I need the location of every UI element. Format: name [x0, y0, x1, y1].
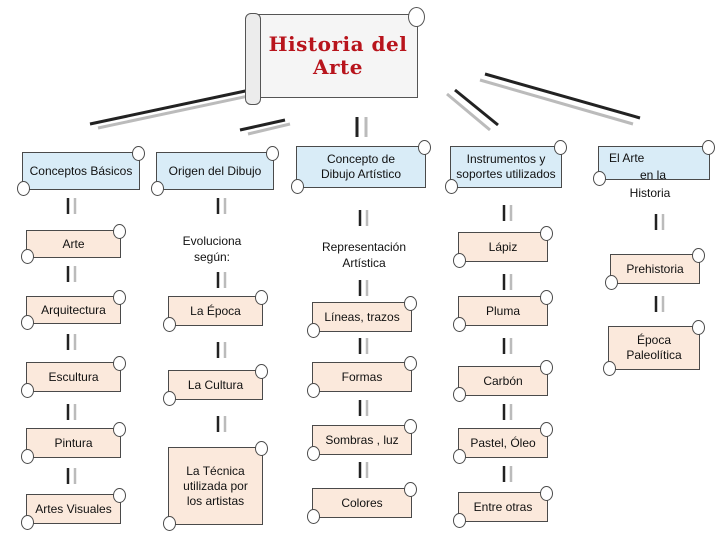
header-label: Concepto de Dibujo Artístico [320, 152, 402, 181]
diagram-title: Historia del Arte [268, 32, 408, 79]
node-pintura: Pintura [21, 422, 126, 464]
header-instrumentos-soportes: Instrumentos y soportes utilizados [445, 140, 567, 194]
node-label: Sombras , luz [325, 432, 399, 447]
node-artes-visuales: Artes Visuales [21, 488, 126, 530]
node-carbon: Carbón [453, 360, 553, 402]
node-label: Escultura [48, 369, 99, 384]
node-label: Entre otras [473, 499, 533, 514]
node-label: Líneas, trazos [324, 309, 400, 324]
node-label: Arquitectura [41, 302, 106, 317]
node-label: Artes Visuales [35, 501, 112, 516]
node-la-epoca: La Época [163, 290, 268, 332]
node-arquitectura: Arquitectura [21, 290, 126, 330]
header-conceptos-basicos: Conceptos Básicos [17, 146, 145, 196]
node-pastel-oleo: Pastel, Óleo [453, 422, 553, 464]
node-label: La Época [190, 303, 241, 318]
node-label: La Técnica utilizada por los artistas [183, 463, 248, 508]
node-arte: Arte [21, 224, 126, 264]
connector-evoluciona-segun: Evoluciona según: [182, 234, 242, 264]
node-label: Época Paleolítica [626, 333, 682, 362]
node-sombras-luz: Sombras , luz [307, 419, 417, 461]
node-label: Prehistoria [626, 261, 684, 276]
node-lineas-trazos: Líneas, trazos [307, 296, 417, 338]
node-pluma: Pluma [453, 290, 553, 332]
header-label: Origen del Dibujo [168, 163, 262, 178]
node-label: Pintura [54, 435, 93, 450]
header-label-line2: en la [640, 168, 667, 182]
node-label: Pluma [485, 303, 520, 318]
node-entre-otras: Entre otras [453, 486, 553, 528]
node-label: Arte [62, 236, 85, 251]
node-la-tecnica: La Técnica utilizada por los artistas [163, 441, 268, 531]
node-la-cultura: La Cultura [163, 364, 268, 406]
title-scroll: Historia del Arte [245, 7, 425, 105]
node-label: La Cultura [187, 377, 244, 392]
node-label: Formas [341, 369, 383, 384]
node-label: Lápiz [488, 239, 518, 254]
header-el-arte-historia: El Arte [593, 140, 715, 186]
node-escultura: Escultura [21, 356, 126, 398]
header-label-line3: Historia [629, 186, 671, 200]
node-epoca-paleolitica: Época Paleolítica [603, 320, 705, 376]
header-label: Instrumentos y soportes utilizados [456, 152, 556, 181]
header-origen-del-dibujo: Origen del Dibujo [151, 146, 279, 196]
connector-representacion-artistica: Representación Artística [321, 240, 407, 270]
node-prehistoria: Prehistoria [605, 248, 705, 290]
node-label: Colores [341, 495, 383, 510]
node-label: Carbón [483, 373, 523, 388]
header-label-line1: El Arte [609, 151, 645, 165]
node-colores: Colores [307, 482, 417, 524]
node-label: Pastel, Óleo [470, 435, 536, 450]
header-concepto-dibujo-artistico: Concepto de Dibujo Artístico [291, 140, 431, 194]
header-label: Conceptos Básicos [29, 163, 133, 178]
node-formas: Formas [307, 356, 417, 398]
node-lapiz: Lápiz [453, 226, 553, 268]
